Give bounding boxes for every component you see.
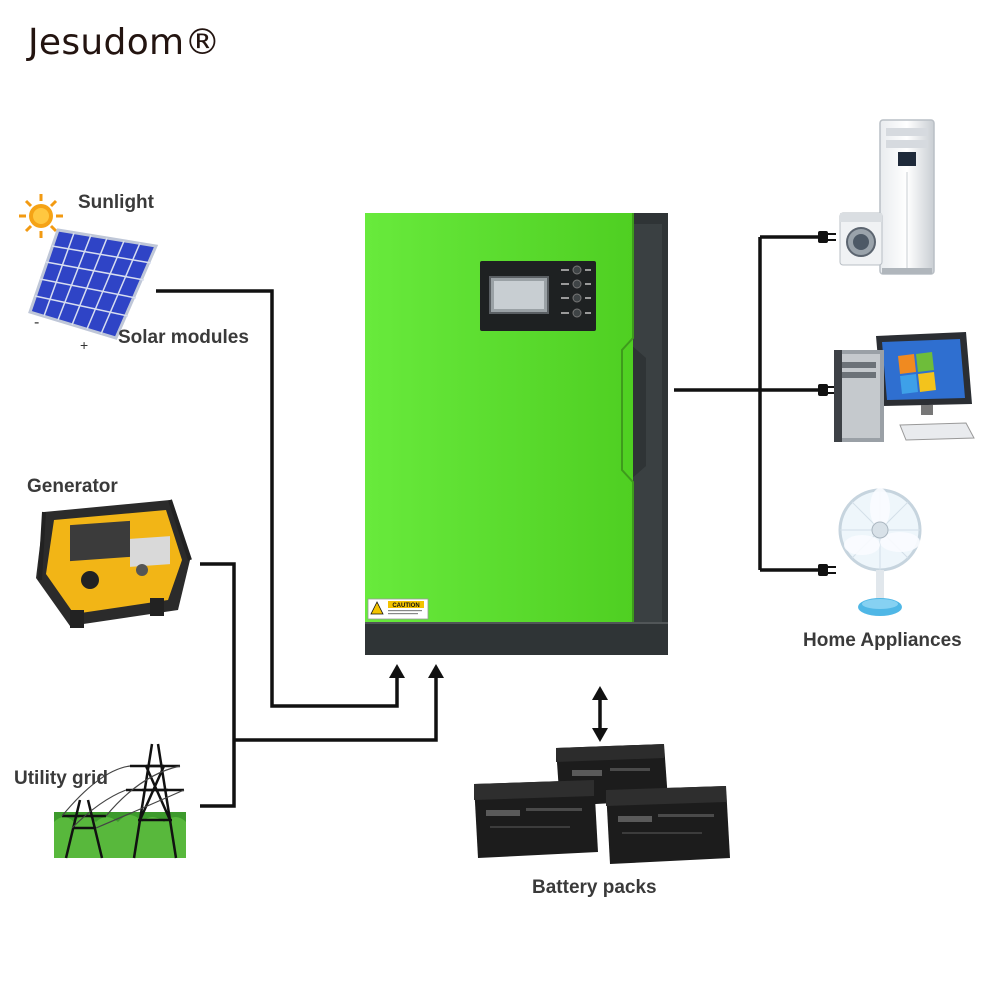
svg-text:-: -: [34, 314, 39, 331]
label-utility-grid: Utility grid: [14, 768, 108, 789]
fan-icon: [838, 488, 922, 616]
sun-icon: [19, 194, 63, 238]
arrow-battery-up: [592, 686, 608, 700]
utility-grid-icon: [54, 743, 186, 859]
label-home-appliances: Home Appliances: [803, 630, 962, 651]
computer-icon: [834, 332, 975, 442]
label-solar-modules: Solar modules: [118, 327, 249, 348]
display-buttons: [572, 265, 582, 318]
wire-generator: [200, 562, 236, 808]
battery-icon: [606, 786, 730, 864]
label-sunlight: Sunlight: [78, 192, 154, 213]
brand-logo: Jesudom®: [28, 22, 221, 63]
plugs: [818, 231, 836, 576]
arrow-up-grid: [428, 664, 444, 678]
solar-panel-icon: - +: [28, 228, 159, 353]
svg-text:+: +: [80, 337, 88, 353]
arrow-battery-down: [592, 728, 608, 742]
battery-packs-icon: [474, 744, 730, 864]
button-icon: [572, 308, 582, 318]
button-icon: [572, 293, 582, 303]
warning-icon: [370, 601, 384, 615]
button-icon: [572, 265, 582, 275]
plug-icon: [818, 384, 836, 396]
inverter-base: [365, 623, 668, 655]
label-battery-packs: Battery packs: [532, 877, 657, 898]
label-generator: Generator: [27, 476, 118, 497]
wire-solar: [156, 289, 399, 708]
generator-icon: [36, 499, 192, 628]
caution-sticker: CAUTION: [367, 598, 429, 620]
air-conditioner-icon: [879, 119, 935, 275]
plug-icon: [818, 564, 836, 576]
washing-machine-icon: [839, 212, 883, 266]
arrows: [389, 664, 608, 742]
inverter-unit: CAUTION: [365, 213, 668, 655]
button-icon: [572, 279, 582, 289]
battery-icon: [474, 780, 598, 858]
wire-grid: [234, 676, 438, 742]
arrow-up-solar: [389, 664, 405, 678]
plug-icon: [818, 231, 836, 243]
wires: [156, 235, 818, 808]
caution-label: CAUTION: [392, 603, 419, 609]
